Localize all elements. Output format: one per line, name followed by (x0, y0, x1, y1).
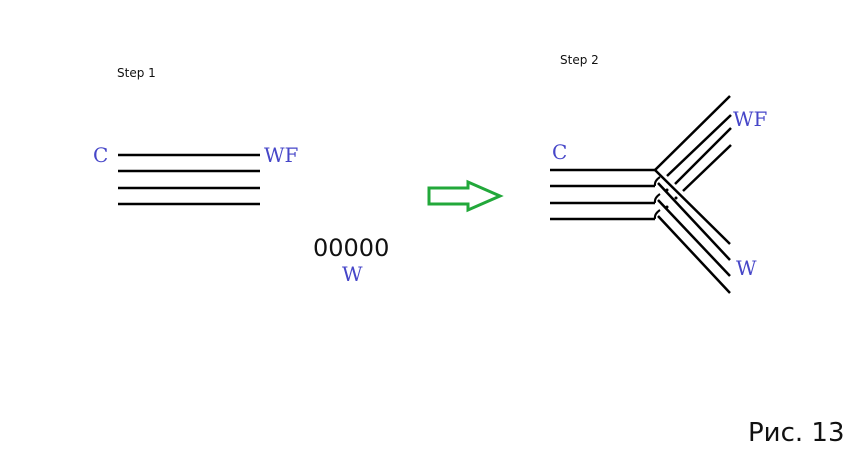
figure-caption: Рис. 13 (748, 418, 845, 448)
step2-label-w: W (736, 256, 757, 280)
right-arrow-icon (427, 179, 504, 213)
step1-strands (118, 153, 260, 206)
dot (674, 196, 678, 200)
step2-label-c: C (552, 140, 568, 164)
step2-label-wf: WF (733, 107, 768, 131)
step2-strands-horizontal (550, 168, 655, 221)
step2-lower-strand (654, 169, 731, 245)
step2-upper-strand (682, 144, 732, 192)
step2-upper-strand (666, 114, 732, 177)
step2-upper-strand (674, 127, 732, 185)
step2-lower-strand (657, 215, 731, 294)
step1-label-wf: WF (264, 143, 299, 167)
step1-label-c: C (93, 143, 109, 167)
junction-dots (665, 188, 678, 209)
dot (665, 205, 669, 209)
sequence-zeros: 00000 (313, 234, 390, 262)
middle-label-w: W (342, 262, 363, 286)
step2-strands-upper (654, 95, 732, 192)
step2-title: Step 2 (560, 53, 599, 67)
step2-lower-strand (657, 182, 731, 261)
junction-hooks (653, 176, 661, 220)
step2-lower-strand (657, 199, 731, 277)
dot (665, 188, 669, 192)
step2-strands-lower (654, 169, 731, 294)
step2-upper-strand (654, 95, 731, 171)
step1-title: Step 1 (117, 66, 156, 80)
